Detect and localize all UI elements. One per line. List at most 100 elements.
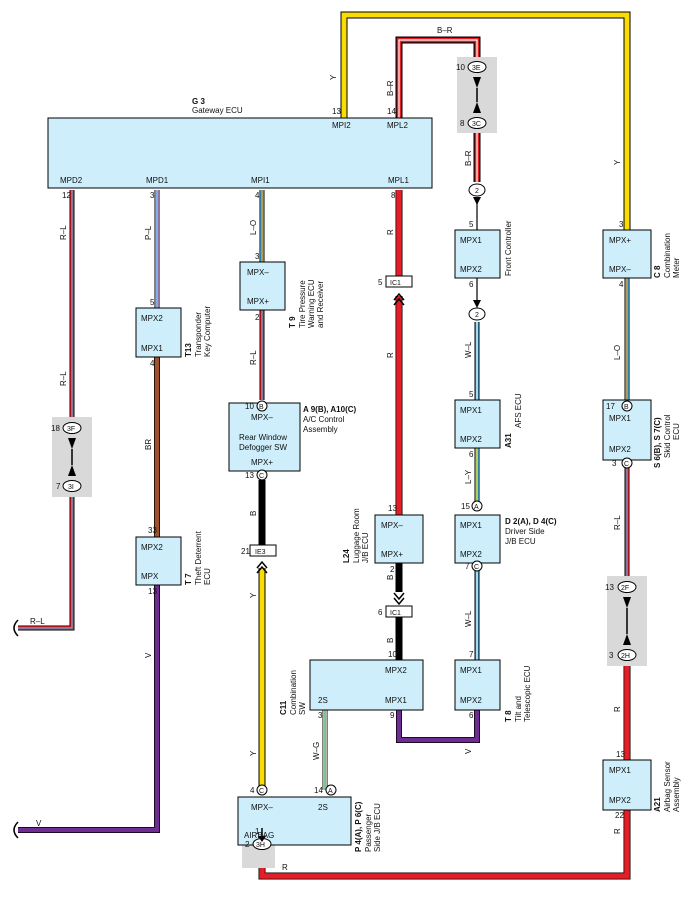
svg-text:A 9(B), A10(C): A 9(B), A10(C) [303,405,357,414]
svg-text:R: R [613,706,622,712]
svg-text:2F: 2F [621,585,629,592]
svg-text:B: B [386,575,395,580]
svg-text:W–L: W–L [464,341,473,358]
svg-text:3: 3 [609,651,614,660]
passenger-jb-box [237,796,352,846]
svg-text:MPX2: MPX2 [141,314,163,323]
svg-text:13: 13 [616,750,625,759]
svg-text:IC1: IC1 [390,280,401,287]
svg-text:C: C [259,788,264,795]
svg-text:L–O: L–O [613,345,622,360]
svg-text:ECU: ECU [203,568,212,585]
svg-text:MPX2: MPX2 [460,435,482,444]
svg-text:T 7: T 7 [184,573,193,585]
svg-text:10: 10 [245,402,254,411]
svg-text:13: 13 [148,587,157,596]
svg-text:4: 4 [150,359,155,368]
key-computer-box [135,307,182,358]
svg-text:C: C [624,461,629,468]
svg-text:Y: Y [249,592,258,598]
svg-text:22: 22 [615,811,624,820]
svg-text:2S: 2S [318,803,328,812]
svg-text:MPX+: MPX+ [247,297,269,306]
svg-text:MPX2: MPX2 [141,543,163,552]
svg-text:MPD2: MPD2 [60,176,83,185]
svg-text:C: C [259,473,264,480]
svg-text:3E: 3E [472,65,481,72]
svg-text:Warning ECU: Warning ECU [307,279,316,328]
svg-text:C11: C11 [279,700,288,715]
svg-text:B: B [259,404,264,411]
front-controller-box [454,229,501,279]
svg-text:MPX2: MPX2 [609,796,631,805]
svg-text:A: A [328,788,333,795]
svg-text:MPX1: MPX1 [141,344,163,353]
svg-text:7: 7 [465,562,470,571]
svg-text:T 8: T 8 [504,710,513,722]
svg-text:Y: Y [249,750,258,756]
svg-text:Theft Deterrent: Theft Deterrent [194,530,203,585]
svg-text:Luggage Room: Luggage Room [352,508,361,563]
svg-text:Airbag Sensor: Airbag Sensor [663,761,672,812]
svg-text:MPX: MPX [141,572,159,581]
svg-text:A21: A21 [653,797,662,812]
svg-text:Combination: Combination [663,233,672,278]
svg-text:17: 17 [606,402,615,411]
svg-text:Key Computer: Key Computer [203,306,212,357]
svg-text:Front Controller: Front Controller [504,220,513,276]
svg-text:J/B ECU: J/B ECU [361,532,370,563]
svg-text:ECU: ECU [672,423,681,440]
svg-text:2: 2 [255,313,260,322]
svg-text:MPX+: MPX+ [381,550,403,559]
svg-text:Side J/B ECU: Side J/B ECU [373,803,382,852]
gateway-code: G 3 [192,97,205,106]
svg-text:33: 33 [148,526,157,535]
svg-text:V: V [464,748,473,754]
svg-text:R–L: R–L [249,350,258,365]
tilt-telescopic-box [454,659,501,711]
svg-text:and Receiver: and Receiver [316,281,325,328]
svg-text:MPX–: MPX– [247,268,269,277]
svg-text:Defogger SW: Defogger SW [239,443,287,452]
airbag-sensor-box [602,759,652,811]
svg-text:6: 6 [469,711,474,720]
svg-text:3: 3 [318,711,323,720]
svg-text:B–R: B–R [386,80,395,96]
svg-text:5: 5 [378,278,383,287]
svg-text:Y: Y [613,159,622,165]
svg-text:D 2(A), D 4(C): D 2(A), D 4(C) [505,517,557,526]
svg-text:2: 2 [390,565,395,574]
svg-text:9: 9 [390,711,395,720]
svg-text:A/C Control: A/C Control [303,415,345,424]
svg-text:Passenger: Passenger [364,813,373,852]
svg-text:Rear Window: Rear Window [239,433,287,442]
svg-text:S 6(B), S 7(C): S 6(B), S 7(C) [653,417,662,468]
svg-text:R: R [386,352,395,358]
svg-text:3I: 3I [68,484,74,491]
svg-text:3H: 3H [256,842,265,849]
svg-text:T13: T13 [184,343,193,357]
svg-text:AIRBAG: AIRBAG [244,831,274,840]
svg-text:15: 15 [461,502,470,511]
svg-text:R: R [282,863,288,872]
luggage-jb-box [374,514,424,564]
svg-text:Y: Y [329,74,338,80]
svg-text:B: B [624,404,629,411]
svg-text:2S: 2S [318,696,328,705]
svg-text:MPX2: MPX2 [460,265,482,274]
svg-text:21: 21 [241,547,250,556]
svg-text:2: 2 [245,840,250,849]
svg-text:R: R [386,229,395,235]
svg-text:J/B ECU: J/B ECU [505,537,536,546]
svg-text:Assembly: Assembly [303,425,338,434]
svg-text:MPI1: MPI1 [251,176,270,185]
svg-text:MPX1: MPX1 [609,414,631,423]
svg-text:P 4(A), P 6(C): P 4(A), P 6(C) [354,801,363,852]
svg-text:3C: 3C [472,121,481,128]
svg-text:AFS ECU: AFS ECU [514,393,523,428]
svg-text:L–O: L–O [249,220,258,235]
svg-text:Transponder: Transponder [194,312,203,357]
svg-text:MPX–: MPX– [381,521,403,530]
gateway-name: Gateway ECU [192,106,243,115]
svg-text:6: 6 [378,608,383,617]
